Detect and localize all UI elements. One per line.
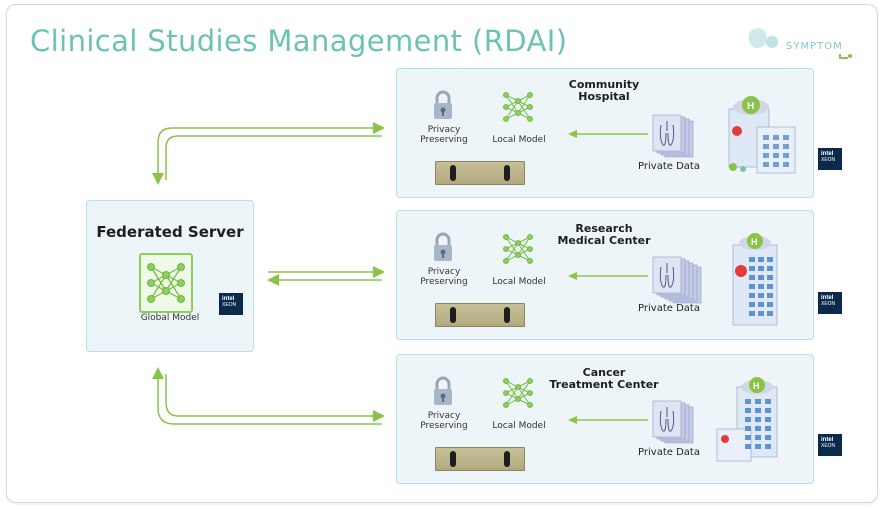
lungs-data-stack-icon <box>651 255 702 304</box>
logo-text: SYMPTOM <box>786 41 843 52</box>
server-drive-icon <box>435 161 525 185</box>
svg-text:H: H <box>753 381 760 391</box>
privacy-label-line1: Privacy <box>427 267 461 277</box>
hospital-building-icon: H <box>707 229 807 329</box>
local-model-label: Local Model <box>492 135 546 145</box>
neural-network-icon <box>501 231 535 267</box>
private-data-label: Private Data <box>638 303 700 314</box>
privacy-label-line2: Preserving <box>420 135 468 145</box>
lock-icon <box>433 89 453 121</box>
privacy-label-line2: Preserving <box>420 277 468 287</box>
site-name-line2: Medical Center <box>557 234 651 247</box>
symptom-logo-icon <box>748 28 852 59</box>
lock-icon <box>433 231 453 263</box>
server-drive-icon <box>435 447 525 471</box>
lock-icon <box>433 375 453 407</box>
privacy-label-line1: Privacy <box>427 125 461 135</box>
local-model-label: Local Model <box>492 277 546 287</box>
global-model-box <box>139 253 193 313</box>
neural-network-icon <box>501 375 535 411</box>
lungs-data-stack-icon <box>651 113 697 159</box>
site-name-line2: Hospital <box>578 90 630 103</box>
site-name-line2: Treatment Center <box>549 378 659 391</box>
hospital-building-icon: H <box>707 373 807 473</box>
svg-text:H: H <box>747 101 754 112</box>
local-model-label: Local Model <box>492 421 546 431</box>
neural-network-icon <box>147 263 185 303</box>
private-data-label: Private Data <box>638 161 700 172</box>
site-name-line1: Research <box>575 222 633 235</box>
privacy-label-line1: Privacy <box>427 411 461 421</box>
data-flow-arrow <box>568 130 648 138</box>
lungs-data-stack-icon <box>651 399 697 445</box>
global-model-label: Global Model <box>140 313 200 323</box>
private-data-label: Private Data <box>638 447 700 458</box>
server-drive-icon <box>435 303 525 327</box>
server-title: Federated Server <box>96 223 244 241</box>
site-name-line1: Community <box>568 78 640 91</box>
page-title: Clinical Studies Management (RDAI) <box>30 24 568 58</box>
svg-text:H: H <box>751 237 758 247</box>
site-name-line1: Cancer <box>582 366 626 379</box>
neural-network-icon <box>501 89 535 125</box>
hospital-building-icon: H <box>707 87 807 187</box>
privacy-label-line2: Preserving <box>420 421 468 431</box>
data-flow-arrow <box>568 416 648 424</box>
data-flow-arrow <box>568 272 648 280</box>
